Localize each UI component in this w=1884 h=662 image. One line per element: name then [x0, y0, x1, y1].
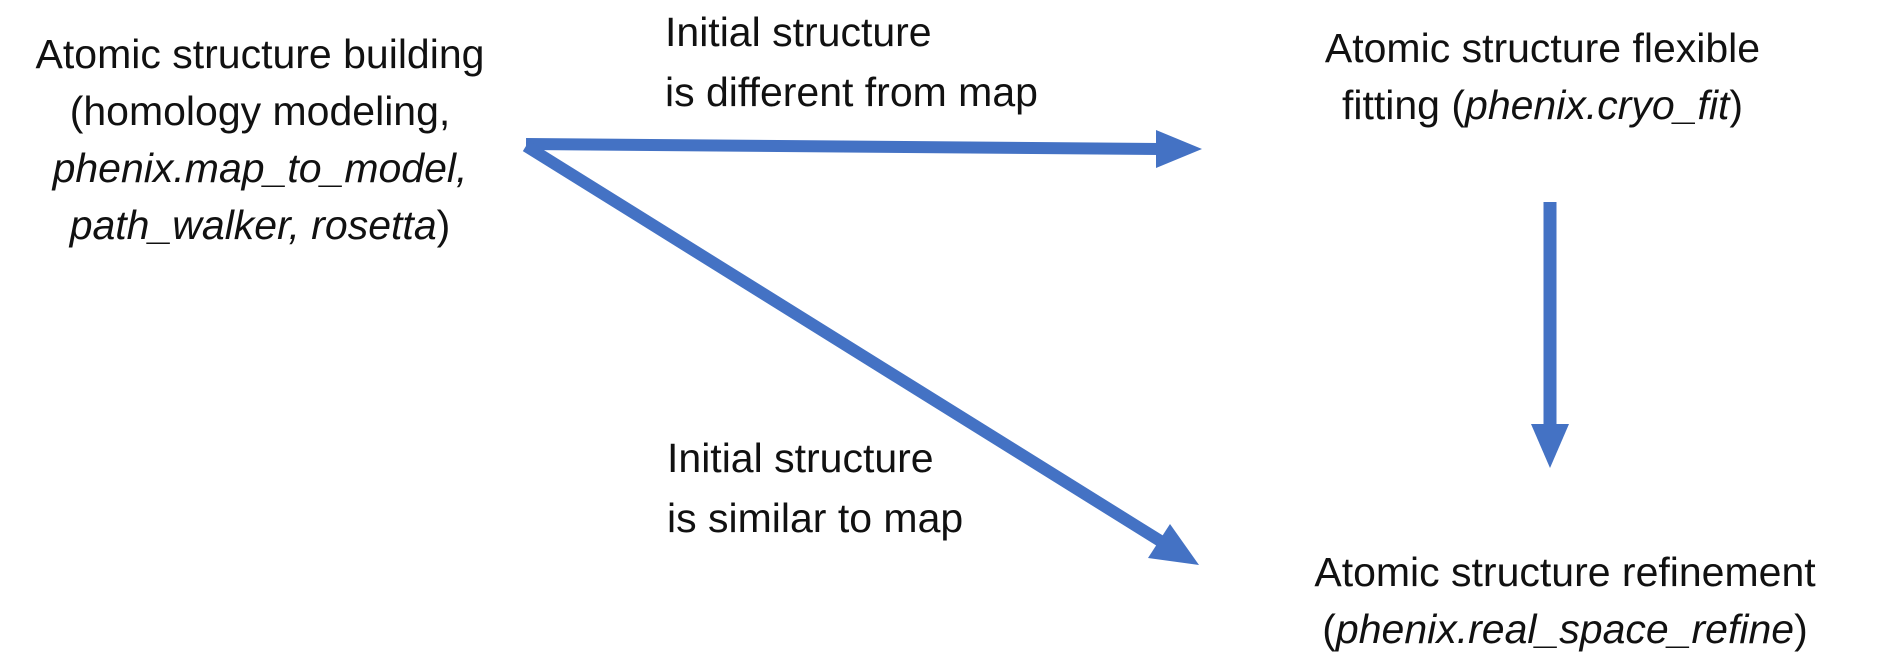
- edge-label-similar-line-1: Initial structure: [667, 435, 934, 481]
- closing-paren: ): [436, 202, 451, 248]
- node-building-line-2: (homology modeling,: [69, 88, 451, 134]
- edge-label-different-line-2: is different from map: [665, 69, 1038, 115]
- node-refinement-line-2: (phenix.real_space_refine): [1255, 601, 1875, 658]
- closing-paren: ): [1729, 82, 1744, 128]
- node-building-line-4: path_walker, rosetta): [0, 197, 520, 254]
- program-names: path_walker, rosetta: [69, 202, 437, 248]
- fitting-prefix: fitting (: [1341, 82, 1466, 128]
- arrow-fitting-to-refinement: [1531, 202, 1569, 468]
- node-fitting-line-1: Atomic structure flexible: [1324, 25, 1761, 71]
- node-refinement: Atomic structure refinement (phenix.real…: [1255, 544, 1875, 658]
- arrow-shaft: [525, 138, 1161, 155]
- node-refinement-line-1: Atomic structure refinement: [1314, 549, 1816, 595]
- edge-label-different-line-1: Initial structure: [665, 9, 932, 55]
- node-fitting-line-2: fitting (phenix.cryo_fit): [1265, 77, 1820, 134]
- arrow-head-icon: [1156, 130, 1202, 168]
- arrow-head-icon: [1148, 524, 1199, 565]
- arrow-head-icon: [1531, 424, 1569, 468]
- node-structure-building: Atomic structure building (homology mode…: [0, 26, 520, 254]
- node-building-line-3: phenix.map_to_model,: [52, 145, 468, 191]
- node-building-line-1: Atomic structure building: [35, 31, 485, 77]
- edge-label-similar: Initial structure is similar to map: [667, 428, 963, 548]
- program-name: phenix.cryo_fit: [1465, 82, 1730, 128]
- arrow-building-to-fitting: [525, 130, 1202, 168]
- program-name: phenix.real_space_refine: [1335, 606, 1795, 652]
- node-flexible-fitting: Atomic structure flexible fitting (pheni…: [1265, 20, 1820, 134]
- opening-paren: (: [1322, 606, 1336, 652]
- closing-paren: ): [1794, 606, 1808, 652]
- edge-label-different: Initial structure is different from map: [665, 2, 1038, 122]
- edge-label-similar-line-2: is similar to map: [667, 495, 964, 541]
